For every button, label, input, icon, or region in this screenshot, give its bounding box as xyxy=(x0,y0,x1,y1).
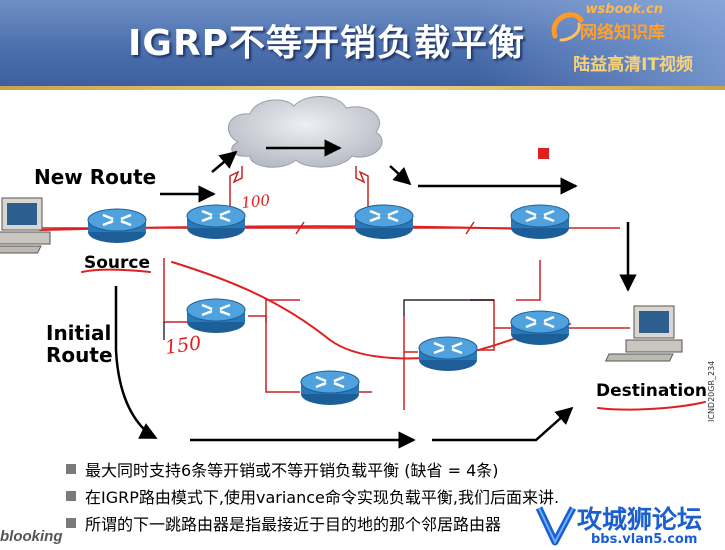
lower-metric-annotation: 150 xyxy=(164,332,203,359)
initial-route-label-line2: Route xyxy=(46,343,113,367)
source-label: Source xyxy=(84,253,150,273)
bullet-text: 最大同时支持6条等开销或不等开销负载平衡 (缺省 = 4条) xyxy=(85,460,499,480)
router-upper-1 xyxy=(185,203,247,241)
initial-route-label-line1: Initial xyxy=(46,321,111,345)
network-links-black xyxy=(163,299,494,340)
router-lower-3 xyxy=(417,335,479,373)
router-lower-4 xyxy=(509,309,571,347)
side-code-label: ICND20GR_234 xyxy=(707,361,716,422)
bullet-list: 最大同时支持6条等开销或不等开销负载平衡 (缺省 = 4条) 在IGRP路由模式… xyxy=(66,455,716,536)
bottom-left-watermark: blooking xyxy=(0,528,63,545)
bullet-square-icon xyxy=(66,463,76,474)
forum-url: bbs.vlan5.com xyxy=(591,532,698,547)
forum-logo-icon xyxy=(535,506,577,546)
destination-label: Destination xyxy=(596,381,707,401)
router-lower-1 xyxy=(185,297,247,335)
upper-metric-annotation: 100 xyxy=(241,191,272,212)
bullet-text: 在IGRP路由模式下,使用variance命令实现负载平衡,我们后面来讲. xyxy=(85,487,560,507)
logo-tagline: 陆益高清IT视频 xyxy=(573,55,693,75)
bullet-item: 在IGRP路由模式下,使用variance命令实现负载平衡,我们后面来讲. xyxy=(66,482,716,509)
forum-name: 攻城狮论坛 xyxy=(577,505,703,534)
bullet-item: 最大同时支持6条等开销或不等开销负载平衡 (缺省 = 4条) xyxy=(66,455,716,482)
forum-watermark: 攻城狮论坛 bbs.vlan5.com xyxy=(535,498,725,550)
bullet-square-icon xyxy=(66,490,76,501)
slide-header: IGRP不等开销负载平衡 wsbook.cn 网络知识库 陆益高清IT视频 xyxy=(0,0,725,86)
router-lower-2 xyxy=(299,369,361,407)
network-cloud xyxy=(228,95,383,168)
new-route-label: New Route xyxy=(34,165,156,189)
router-upper-2 xyxy=(353,203,415,241)
flow-arrows xyxy=(114,139,637,449)
header-gold-divider xyxy=(0,86,725,90)
source-pc-icon xyxy=(0,197,51,254)
slide-title: IGRP不等开销负载平衡 xyxy=(128,23,526,64)
red-marker xyxy=(538,148,549,159)
network-diagram: New Route Source Initial Route Destinati… xyxy=(0,95,716,449)
destination-pc-icon xyxy=(605,305,683,362)
bullet-square-icon xyxy=(66,517,76,528)
router-source xyxy=(86,207,148,245)
logo-domain: wsbook.cn xyxy=(585,2,663,17)
site-logo: wsbook.cn 网络知识库 陆益高清IT视频 xyxy=(533,0,703,80)
bullet-item: 所谓的下一跳路由器是指最接近于目的地的那个邻居路由器 xyxy=(66,509,716,536)
bullet-text: 所谓的下一跳路由器是指最接近于目的地的那个邻居路由器 xyxy=(85,514,502,534)
router-upper-3 xyxy=(509,203,571,241)
logo-name: 网络知识库 xyxy=(580,23,665,43)
header-highlight xyxy=(475,0,725,86)
logo-swirl-icon xyxy=(551,12,584,42)
